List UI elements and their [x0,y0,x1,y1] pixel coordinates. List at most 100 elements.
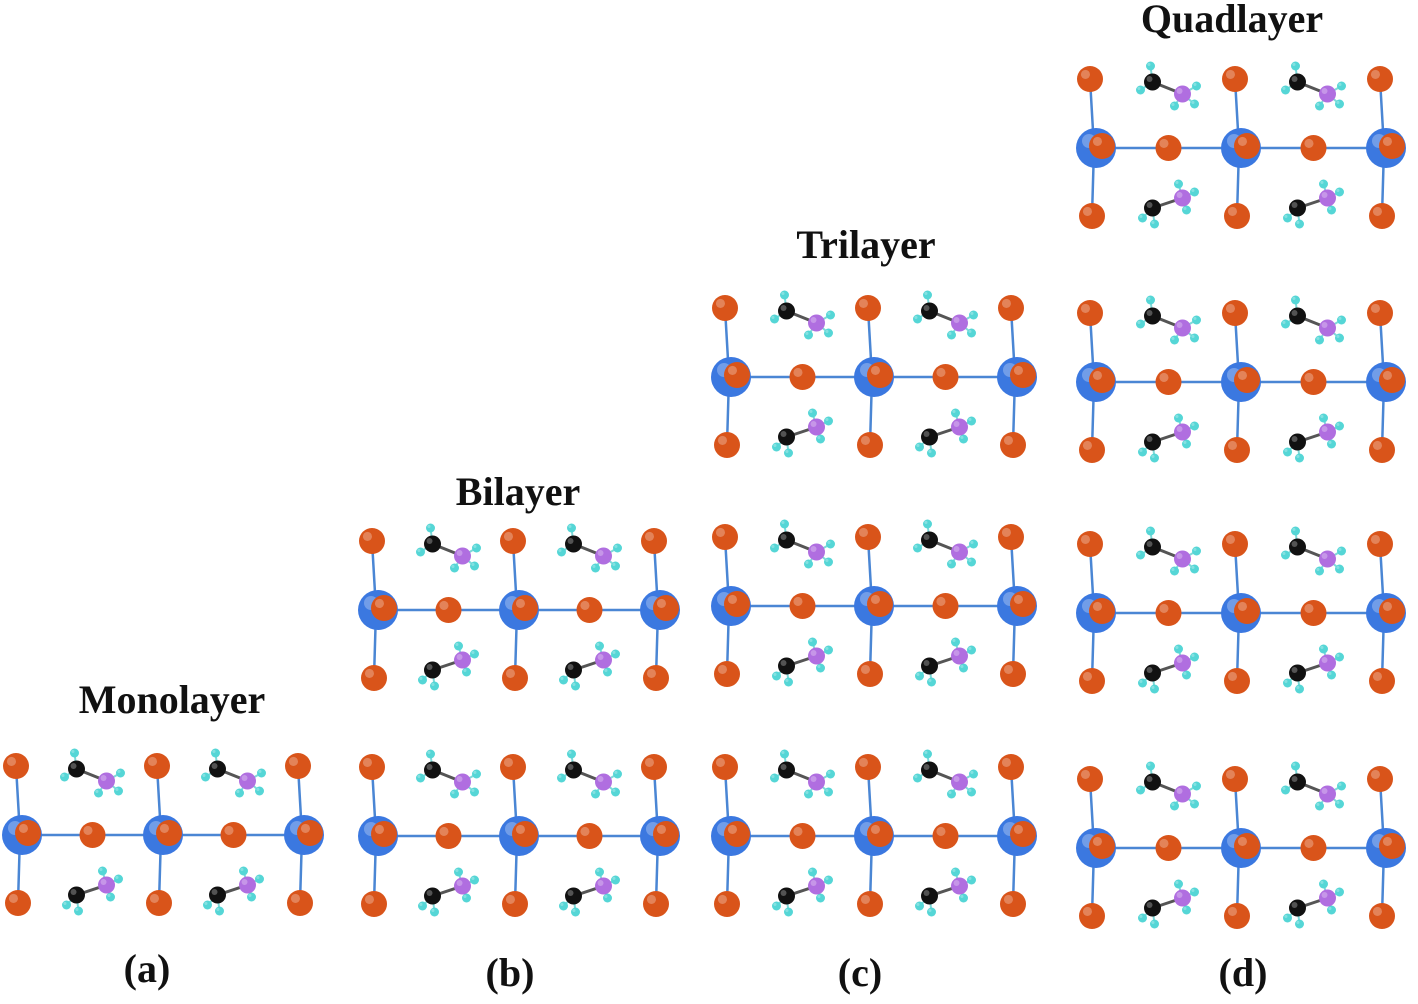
nitrogen-atom-highlight [456,880,463,887]
nitrogen-atom-sphere [454,877,471,895]
carbon-atom-highlight [1146,202,1153,208]
hydrogen-atom [1146,295,1155,305]
halide-atom-equatorial-highlight [1013,594,1023,604]
hydrogen-atom-highlight [560,676,564,680]
hydrogen-atom-sphere [915,442,924,452]
halide-atom-equatorial-sphere [1379,367,1405,393]
halide-atom-apical-top-sphere [641,528,667,554]
hydrogen-atom-highlight [256,787,260,791]
carbon-atom-highlight [1291,310,1298,316]
halide-atom-apical-top-sphere [998,524,1024,550]
hydrogen-atom-sphere [1337,781,1346,791]
hydrogen-atom [1146,526,1155,536]
halide-atom-apical-top-sphere [855,524,881,550]
carbon-atom [1289,199,1306,217]
hydrogen-atom-sphere [1337,546,1346,556]
hydrogen-atom-sphere [1283,213,1292,223]
hydrogen-atom-sphere [470,787,479,797]
carbon-atom-highlight [211,889,218,896]
carbon-atom-sphere [1289,899,1306,917]
hydrogen-atom-highlight [1328,440,1332,444]
nitrogen-atom-sphere [595,877,612,895]
hydrogen-atom-highlight [771,774,775,778]
halide-atom-apical-top [1077,766,1103,792]
hydrogen-atom-highlight [817,664,821,668]
halide-atom-bridging-highlight [83,825,93,835]
hydrogen-atom-highlight [1284,914,1288,918]
halide-atom-apical-bottom [1369,203,1395,229]
hydrogen-atom-highlight [612,650,616,654]
hydrogen-atom-highlight [212,749,216,753]
hydrogen-atom [557,773,566,783]
halide-atom-apical-bottom [714,661,740,687]
hydrogen-atom-highlight [1191,653,1195,657]
hydrogen-atom [1281,85,1290,95]
nitrogen-atom-highlight [1176,892,1183,899]
halide-atom-apical-top-sphere [500,754,526,780]
halide-atom-apical-bottom-sphere [1369,203,1395,229]
carbon-atom-highlight [426,664,433,671]
hydrogen-atom-highlight [825,646,829,650]
hydrogen-atom-sphere [462,667,471,677]
hydrogen-atom [470,561,479,571]
hydrogen-atom [1337,81,1346,91]
hydrogen-atom-highlight [948,331,952,335]
hydrogen-atom [1146,61,1155,71]
halide-atom-bridging-sphere [79,822,106,848]
hydrogen-atom [1315,801,1324,811]
halide-atom-apical-top-highlight [715,757,725,767]
hydrogen-atom-sphere [784,677,793,687]
hydrogen-atom [201,772,210,782]
hydrogen-atom [462,667,471,677]
hydrogen-atom-sphere [114,786,123,796]
halide-atom-equatorial-sphere [15,820,41,846]
halide-atom-equatorial-sphere [724,821,750,847]
hydrogen-atom-sphere [1138,913,1147,923]
nitrogen-atom-highlight [1321,892,1328,899]
halide-atom-bridging [220,822,247,848]
halide-atom-apical-bottom [502,665,528,691]
hydrogen-atom-highlight [1284,679,1288,683]
hydrogen-atom-sphere [98,866,107,876]
halide-atom-apical-bottom-sphere [1079,437,1105,463]
halide-atom-equatorial-highlight [870,594,880,604]
hydrogen-atom-sphere [808,637,817,647]
hydrogen-atom-sphere [824,875,833,885]
carbon-atom [565,761,582,779]
hydrogen-atom-highlight [61,773,65,777]
hydrogen-atom-sphere [1319,644,1328,654]
nitrogen-atom-highlight [241,775,248,782]
halide-atom-equatorial-sphere [1089,598,1115,624]
hydrogen-atom-sphere [1315,801,1324,811]
hydrogen-atom-highlight [1316,102,1320,107]
hydrogen-atom [1190,652,1199,662]
hydrogen-atom [1174,879,1183,889]
hydrogen-atom [94,788,103,798]
hydrogen-atom-sphere [1335,421,1344,431]
hydrogen-atom-highlight [1336,334,1340,338]
hydrogen-atom-highlight [825,417,829,421]
carbon-atom-sphere [1144,433,1161,451]
hydrogen-atom-sphere [1319,179,1328,189]
nitrogen-atom-sphere [808,773,825,791]
hydrogen-atom-sphere [927,677,936,687]
halide-atom-bridging-sphere [576,597,603,623]
hydrogen-atom-sphere [211,748,220,758]
hydrogen-atom-highlight [970,770,974,774]
hydrogen-atom-highlight [825,788,829,792]
layer-d-1 [1076,61,1406,229]
halide-atom-apical-bottom-sphere [1369,903,1395,929]
hydrogen-atom-highlight [1147,296,1151,300]
halide-atom-equatorial-highlight [1013,365,1023,376]
nitrogen-atom-sphere [1319,423,1336,441]
halide-atom-apical-top-sphere [1077,300,1103,326]
hydrogen-atom-sphere [1182,670,1191,680]
carbon-atom-highlight [1291,76,1298,82]
hydrogen-atom-highlight [202,773,206,777]
nitrogen-atom [1319,85,1336,103]
halide-atom-apical-top-highlight [1080,303,1090,314]
halide-atom-equatorial [1010,821,1036,847]
nitrogen-atom-highlight [456,550,463,557]
hydrogen-atom-sphere [780,749,789,759]
nitrogen-atom [1319,785,1336,803]
